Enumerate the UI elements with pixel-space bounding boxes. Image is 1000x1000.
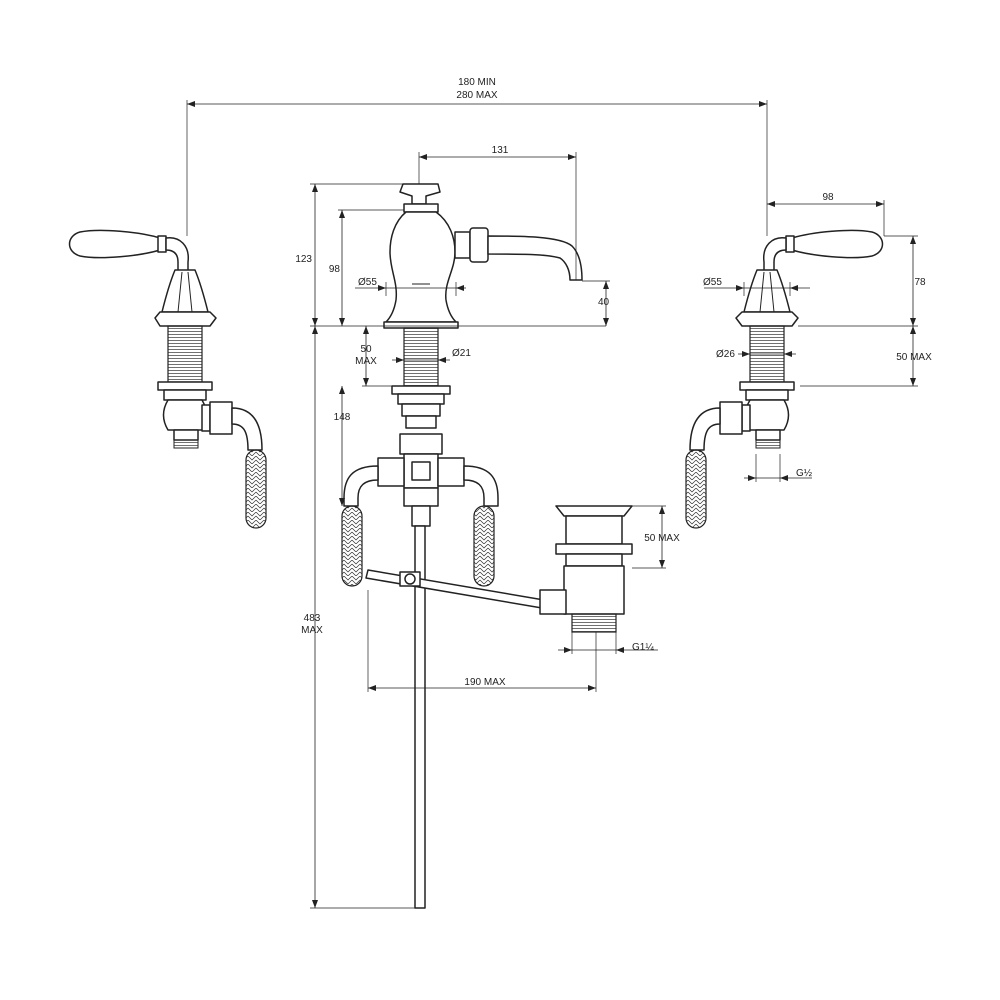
dimensions bbox=[186, 100, 918, 909]
dimension-labels: 180 MIN 280 MAX 131 98 123 98 78 Ø55 Ø55… bbox=[295, 77, 932, 688]
label-handle-reach: 98 bbox=[822, 192, 834, 203]
label-handle-height-right: 78 bbox=[914, 277, 926, 288]
label-handle-base-dia: Ø55 bbox=[703, 277, 722, 288]
label-spread-max: 280 MAX bbox=[456, 90, 497, 101]
label-waste-thread: G1¼ bbox=[632, 641, 654, 653]
label-thread-handle: G½ bbox=[796, 468, 813, 479]
label-stem-dia-handle: Ø26 bbox=[716, 349, 735, 360]
label-deck-thickness-spout-2: MAX bbox=[355, 356, 377, 367]
label-rod-length: 190 MAX bbox=[464, 677, 505, 688]
spout-assembly bbox=[341, 183, 583, 909]
left-handle-valve bbox=[68, 229, 267, 529]
label-overall-height-1: 483 bbox=[304, 613, 321, 624]
label-deck-thickness-spout-1: 50 bbox=[360, 344, 372, 355]
pop-up-waste bbox=[365, 505, 633, 633]
right-handle-valve bbox=[685, 229, 884, 529]
label-overall-height-2: MAX bbox=[301, 625, 323, 636]
label-spread-min: 180 MIN bbox=[458, 77, 496, 88]
label-deck-thickness-handle: 50 MAX bbox=[896, 352, 932, 363]
label-spout-clearance: 40 bbox=[598, 297, 610, 308]
label-handle-height-left: 98 bbox=[329, 264, 341, 275]
label-spout-base-dia: Ø55 bbox=[358, 277, 377, 288]
label-stem-dia-spout: Ø21 bbox=[452, 348, 471, 359]
label-spout-reach: 131 bbox=[492, 145, 509, 156]
label-spout-height: 123 bbox=[295, 254, 312, 265]
label-waste-height: 50 MAX bbox=[644, 533, 680, 544]
label-hose-length: 148 bbox=[334, 412, 351, 423]
